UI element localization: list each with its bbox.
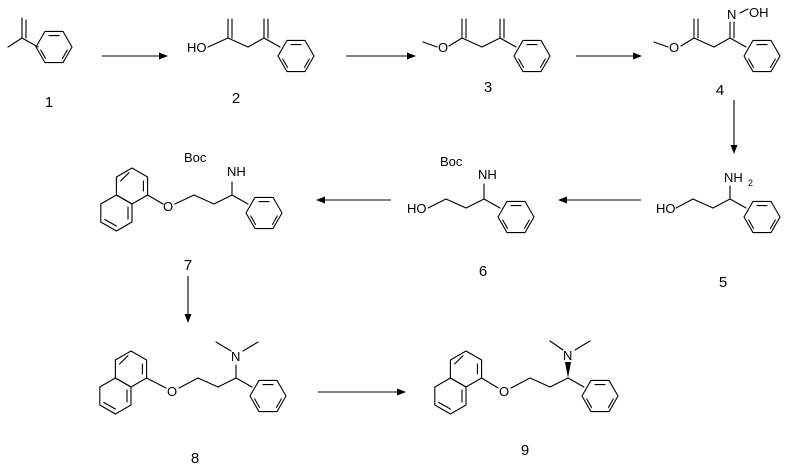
compound-5: HO NH 2 5 (656, 170, 781, 291)
amine-nitrogen-label: N (563, 348, 572, 363)
amine-label: NH (724, 170, 743, 185)
hydroxyl-label: HO (656, 201, 676, 216)
arrowhead-4-to-5 (730, 145, 738, 154)
ether-oxygen-label: O (499, 384, 509, 399)
compound-7: O Boc NH 7 (100, 150, 283, 274)
compound-number-7: 7 (184, 257, 192, 274)
boc-label: Boc (184, 150, 207, 165)
compound-8: O N 8 (99, 341, 287, 467)
arrowhead-3-to-4 (633, 52, 642, 60)
ether-oxygen-label: O (163, 199, 173, 214)
boc-label: Boc (440, 154, 463, 169)
nh-label: NH (478, 167, 497, 182)
nh-label: NH (227, 164, 246, 179)
compound-number-3: 3 (484, 79, 492, 96)
compound-number-6: 6 (479, 263, 487, 280)
arrowhead-5-to-6 (558, 196, 567, 204)
compound-number-8: 8 (191, 450, 199, 467)
arrowhead-1-to-2 (159, 52, 168, 60)
compound-9: O N 9 (434, 340, 619, 459)
hydroxyl-label: HO (407, 201, 427, 216)
compound-number-1: 1 (45, 94, 53, 111)
ester-oxygen-label: O (438, 40, 448, 55)
arrowhead-7-to-8 (184, 314, 192, 323)
compound-number-2: 2 (232, 90, 240, 107)
arrowhead-2-to-3 (407, 52, 416, 60)
arrowhead-6-to-7 (316, 196, 325, 204)
compound-1: 1 (7, 17, 73, 111)
ether-oxygen-label: O (167, 384, 177, 399)
oxime-nitrogen-label: N (727, 7, 736, 22)
amine-nitrogen-label: N (231, 349, 240, 364)
hydroxyl-label: HO (187, 40, 207, 55)
oxime-hydroxyl-label: OH (749, 5, 769, 20)
arrowhead-8-to-9 (397, 388, 406, 396)
stereo-wedge-bond (565, 362, 571, 378)
compound-number-5: 5 (719, 274, 727, 291)
compound-2: HO 2 (187, 18, 315, 107)
compound-number-9: 9 (521, 442, 529, 459)
compound-4: O N OH 4 (653, 5, 781, 99)
compound-3: O 3 (422, 18, 551, 96)
ester-oxygen-label: O (669, 40, 679, 55)
compound-number-4: 4 (716, 82, 724, 99)
amine-subscript: 2 (748, 178, 753, 188)
compound-6: HO Boc NH 6 (407, 154, 535, 280)
